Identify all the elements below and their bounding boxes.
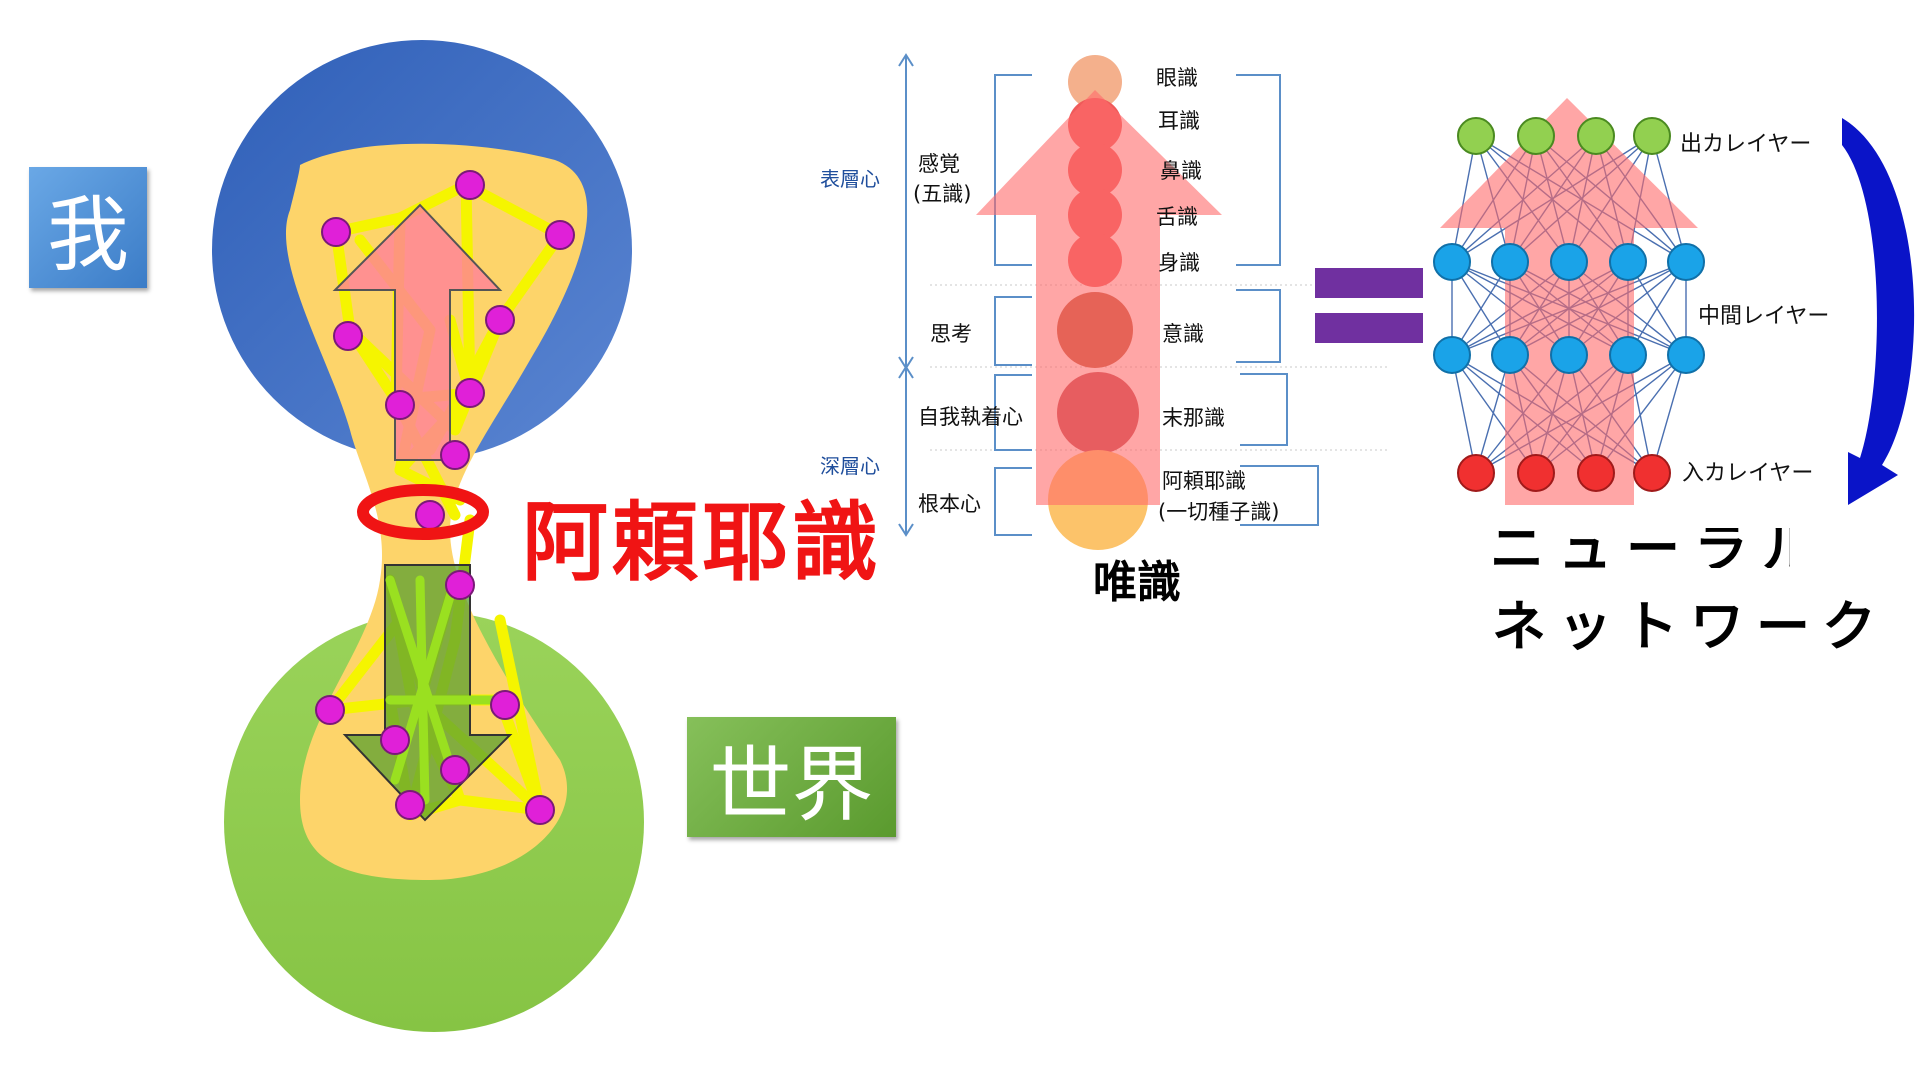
middle-node <box>1609 336 1647 374</box>
input-node <box>1457 454 1495 492</box>
right-brackets <box>1236 74 1319 526</box>
neuron-node <box>385 390 415 420</box>
nose-consciousness-label: 鼻識 <box>1160 159 1202 183</box>
network-edge <box>1651 354 1687 474</box>
neuron-node <box>490 690 520 720</box>
network-nodes <box>1433 117 1705 492</box>
network-edge <box>1651 135 1687 263</box>
network-title-clip: ニューラル <box>1490 528 1790 568</box>
neural-network-diagram <box>1433 98 1915 505</box>
input-node <box>1633 454 1671 492</box>
left-brackets <box>994 74 1032 536</box>
body-consciousness-label: 身識 <box>1158 251 1200 275</box>
world-label: 世界 <box>687 717 896 837</box>
middle-node <box>1550 243 1588 281</box>
output-node <box>1517 117 1555 155</box>
tongue-consciousness-label: 舌識 <box>1156 205 1198 229</box>
input-node <box>1517 454 1555 492</box>
middle-layer-label: 中間レイヤー <box>1698 304 1830 329</box>
middle-node <box>1550 336 1588 374</box>
five-senses-label: (五識) <box>913 182 972 206</box>
output-node <box>1633 117 1671 155</box>
neuron-node <box>455 170 485 200</box>
mind-consciousness-label: 意識 <box>1162 322 1204 346</box>
upward-arrow <box>332 203 503 461</box>
alaya-label: 阿頼耶識 <box>522 493 882 593</box>
self-label: 我 <box>29 167 147 288</box>
middle-node <box>1433 336 1471 374</box>
equals-bar-top <box>1315 268 1423 298</box>
surface-mind-label: 表層心 <box>820 167 880 191</box>
input-node <box>1577 454 1615 492</box>
thinking-label: 思考 <box>930 322 972 346</box>
manas-label: 末那識 <box>1162 406 1225 430</box>
neuron-node <box>380 725 410 755</box>
neuron-nodes <box>315 170 575 825</box>
neuron-node <box>440 440 470 470</box>
yuishiki-title: 唯識 <box>1093 557 1181 608</box>
equals-sign <box>1315 268 1423 343</box>
input-layer-label: 入カレイヤー <box>1682 461 1814 486</box>
eye-consciousness-label: 眼識 <box>1156 66 1198 90</box>
neuron-node <box>395 790 425 820</box>
alaya-consciousness-label: 阿頼耶識 <box>1162 469 1246 493</box>
network-edge <box>1475 354 1511 474</box>
neuron-node <box>485 305 515 335</box>
output-node <box>1577 117 1615 155</box>
depth-axis <box>898 53 914 537</box>
middle-node <box>1491 336 1529 374</box>
neuron-node <box>333 321 363 351</box>
eye-consciousness-circle <box>1068 55 1122 109</box>
output-layer-label: 出カレイヤー <box>1680 132 1812 157</box>
network-edge <box>1451 354 1477 474</box>
yuishiki-diagram <box>898 53 1390 550</box>
neuron-node <box>545 220 575 250</box>
middle-node <box>1667 243 1705 281</box>
neuron-node <box>445 570 475 600</box>
equals-bar-bottom <box>1315 313 1423 343</box>
yuishiki-upward-arrow <box>976 90 1222 505</box>
middle-node <box>1667 336 1705 374</box>
self-world-diagram <box>212 40 644 1032</box>
neuron-node <box>440 755 470 785</box>
neuron-node <box>321 217 351 247</box>
ego-attachment-label: 自我執着心 <box>918 405 1023 429</box>
network-upward-arrow <box>1440 98 1698 505</box>
ear-consciousness-label: 耳識 <box>1158 109 1200 133</box>
output-node <box>1457 117 1495 155</box>
neuron-node <box>315 695 345 725</box>
root-mind-label: 根本心 <box>918 492 981 516</box>
all-seeds-label: (一切種子識) <box>1158 500 1280 524</box>
network-title-line1: ニューラル <box>1490 528 1790 568</box>
middle-node <box>1491 243 1529 281</box>
deep-mind-label: 深層心 <box>820 454 880 478</box>
senses-label: 感覚 <box>918 152 960 176</box>
network-edge <box>1451 135 1477 263</box>
neuron-node <box>525 795 555 825</box>
middle-node <box>1433 243 1471 281</box>
feedback-arrow <box>1842 118 1915 505</box>
middle-node <box>1609 243 1647 281</box>
neuron-node <box>415 500 445 530</box>
network-title-line2: ネットワーク <box>1492 595 1888 658</box>
alaya-highlight-ellipse <box>357 484 489 540</box>
neuron-node <box>455 378 485 408</box>
